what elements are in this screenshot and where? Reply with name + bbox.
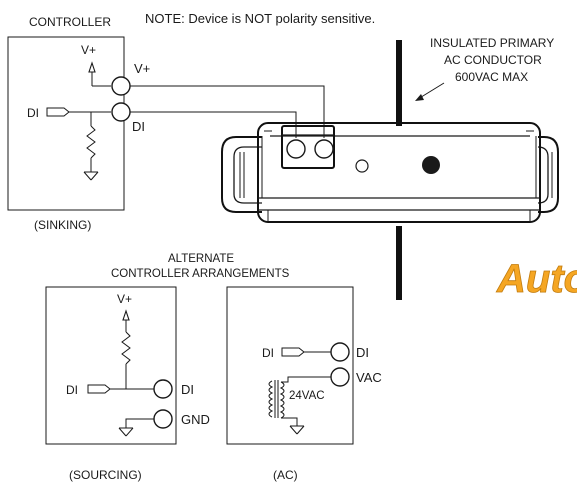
alternate-heading-line1: ALTERNATE: [168, 253, 234, 265]
brand-logo: AutoS: [496, 257, 577, 301]
ground-icon: [83, 171, 99, 181]
terminal-icon: [330, 367, 350, 387]
polarity-note: NOTE: Device is NOT polarity sensitive.: [145, 11, 375, 26]
sinking-di-input-label: DI: [27, 106, 39, 120]
arrow-up-icon: [122, 309, 130, 332]
resistor-icon: [86, 112, 96, 172]
ac-vac-terminal-label: VAC: [356, 370, 382, 385]
conductor-label-line1: INSULATED PRIMARY: [430, 36, 554, 50]
sourcing-vplus-symbol-label: V+: [117, 292, 132, 306]
input-arrow-icon: [46, 107, 111, 117]
sourcing-di-terminal-label: DI: [181, 382, 194, 397]
alternate-heading-line2: CONTROLLER ARRANGEMENTS: [111, 268, 290, 280]
terminal-icon: [111, 102, 131, 122]
conductor-label-line2: AC CONDUCTOR: [444, 53, 542, 67]
sourcing-di-input-label: DI: [66, 383, 78, 397]
transformer-icon: [268, 376, 331, 435]
sourcing-controller-box: [45, 286, 177, 445]
terminal-icon: [111, 76, 131, 96]
terminal-icon: [153, 409, 173, 429]
sinking-di-terminal-label: DI: [132, 119, 145, 134]
sinking-controller-box: [7, 36, 125, 211]
conductor-pointer-arrow: [415, 82, 445, 101]
sinking-caption: (SINKING): [34, 218, 91, 232]
input-arrow-icon: [281, 347, 331, 357]
ac-di-input-label: DI: [262, 346, 274, 360]
transformer-label: 24VAC: [289, 390, 325, 402]
sinking-vplus-terminal-label: V+: [134, 61, 150, 76]
controller-heading: CONTROLLER: [29, 15, 111, 29]
wires-to-device: [130, 85, 325, 138]
current-switch-icon: [221, 122, 559, 223]
sourcing-caption: (SOURCING): [69, 468, 142, 482]
ground-icon: [118, 418, 154, 437]
ac-caption: (AC): [273, 468, 298, 482]
ac-controller-box: [226, 286, 354, 445]
sourcing-gnd-terminal-label: GND: [181, 412, 210, 427]
terminal-icon: [153, 379, 173, 399]
terminal-icon: [330, 342, 350, 362]
ac-di-terminal-label: DI: [356, 345, 369, 360]
resistor-icon: [121, 331, 131, 389]
arrow-up-icon: [88, 61, 111, 87]
conductor-label-line3: 600VAC MAX: [455, 70, 528, 84]
sinking-vplus-symbol-label: V+: [81, 43, 96, 57]
